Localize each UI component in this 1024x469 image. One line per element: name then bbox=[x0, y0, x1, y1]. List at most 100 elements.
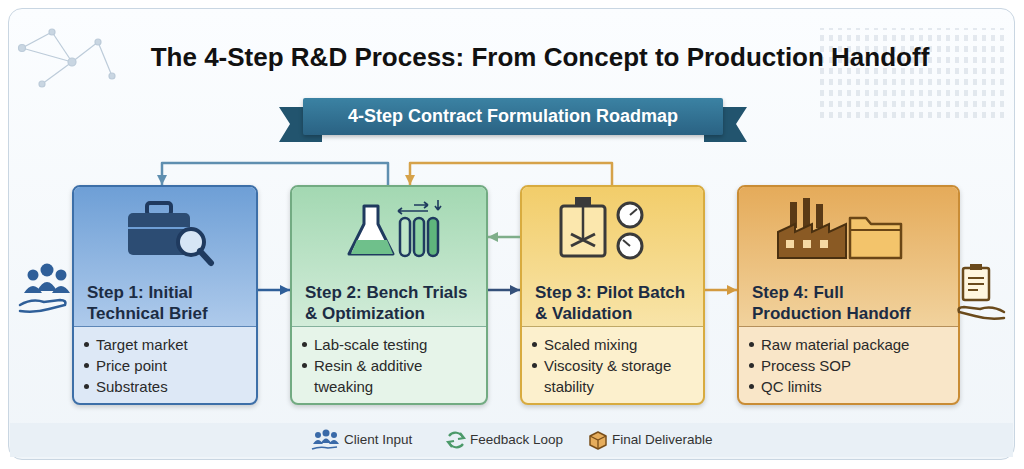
legend-item: Final Deliverable bbox=[612, 431, 713, 449]
network-dot bbox=[109, 73, 115, 79]
gauge bbox=[618, 234, 642, 258]
bullet-item: Scaled mixing bbox=[522, 334, 703, 355]
step-header-panel: Step 1: Initial Technical Brief bbox=[74, 187, 256, 327]
legend-item: Feedback Loop bbox=[470, 431, 563, 449]
step-header-panel: Step 2: Bench Trials & Optimization bbox=[292, 187, 486, 327]
test-tube bbox=[428, 218, 438, 256]
person-body bbox=[313, 439, 339, 445]
bullet-item: Raw material package bbox=[739, 334, 958, 355]
bullet-item: Target market bbox=[74, 334, 256, 355]
bullet-dot bbox=[302, 363, 307, 368]
bullet-dot bbox=[84, 342, 89, 347]
legend-text: Client Input bbox=[344, 432, 412, 447]
legend-client-icon bbox=[312, 430, 339, 450]
bullet-dot bbox=[84, 384, 89, 389]
loop-head bbox=[458, 433, 464, 439]
bullet-dot bbox=[532, 363, 537, 368]
test-tube bbox=[414, 218, 424, 256]
legend-strip bbox=[10, 423, 1013, 457]
client-input-icon bbox=[20, 264, 70, 312]
box-edges bbox=[590, 436, 606, 449]
bullet-text: Raw material package bbox=[761, 334, 951, 355]
bullet-text: Viscosity & storage stability bbox=[544, 355, 694, 397]
legend-deliverable-icon bbox=[590, 432, 606, 449]
briefcase-icon bbox=[128, 203, 211, 263]
magnifier-handle bbox=[200, 251, 211, 263]
step-heading: Step 2: Bench Trials & Optimization bbox=[305, 282, 477, 324]
person-head bbox=[323, 430, 330, 437]
network-decoration bbox=[19, 29, 116, 87]
bullet-dot bbox=[84, 363, 89, 368]
loop-head bbox=[448, 441, 454, 447]
bullet-item: QC limits bbox=[739, 376, 958, 397]
person-head bbox=[41, 264, 54, 277]
box-outline bbox=[590, 432, 606, 449]
person-head bbox=[28, 270, 39, 281]
step-header-panel: Step 4: Full Production Handoff bbox=[739, 187, 958, 327]
network-line bbox=[42, 62, 72, 84]
bullet-item: Substrates bbox=[74, 376, 256, 397]
mixer-blade bbox=[571, 234, 595, 246]
hand bbox=[20, 300, 65, 312]
factory-window bbox=[803, 240, 811, 248]
mixer-motor bbox=[575, 197, 591, 206]
flow-arrow bbox=[705, 289, 737, 292]
bullet-text: Target market bbox=[96, 334, 246, 355]
network-dot bbox=[68, 58, 76, 66]
bullet-dot bbox=[302, 342, 307, 347]
legend-item: Client Input bbox=[344, 431, 412, 449]
person-body bbox=[24, 282, 70, 293]
bullet-item: Lab-scale testing bbox=[292, 334, 486, 355]
network-line bbox=[98, 42, 112, 76]
network-line bbox=[72, 42, 98, 62]
hand bbox=[959, 307, 1004, 319]
briefcase-seam bbox=[128, 227, 190, 229]
gauge bbox=[618, 203, 642, 227]
bullet-text: Process SOP bbox=[761, 355, 951, 376]
bullet-dot bbox=[749, 363, 754, 368]
factory-window bbox=[820, 240, 828, 248]
flask-outline bbox=[349, 206, 393, 254]
network-dot bbox=[39, 81, 45, 87]
bullet-item: Viscosity & storage stability bbox=[522, 355, 703, 397]
flow-arrow bbox=[488, 236, 520, 239]
flask-liquid bbox=[351, 240, 393, 254]
bullet-text: Price point bbox=[96, 355, 246, 376]
mixer-shaft bbox=[582, 206, 585, 240]
legend-text: Final Deliverable bbox=[612, 432, 713, 447]
person-head bbox=[56, 270, 67, 281]
bullet-text: Substrates bbox=[96, 376, 246, 397]
banner-ribbon: 4-Step Contract Formulation Roadmap bbox=[303, 98, 723, 135]
step-bullet-panel: Raw material packageProcess SOPQC limits bbox=[739, 327, 958, 397]
loop-arc bbox=[449, 442, 463, 447]
chimney bbox=[790, 202, 797, 228]
banner-text: 4-Step Contract Formulation Roadmap bbox=[348, 106, 678, 126]
bullet-item: Price point bbox=[74, 355, 256, 376]
bullet-dot bbox=[749, 342, 754, 347]
bullet-dot bbox=[532, 342, 537, 347]
folder bbox=[850, 218, 901, 258]
clipboard bbox=[963, 268, 989, 300]
flow-arrow bbox=[258, 289, 290, 292]
gauge-needle bbox=[630, 209, 637, 215]
bullet-dot bbox=[749, 384, 754, 389]
process-step-box: Step 1: Initial Technical BriefTarget ma… bbox=[72, 185, 258, 405]
person-head bbox=[315, 432, 321, 438]
step-heading: Step 3: Pilot Batch & Validation bbox=[535, 282, 695, 324]
process-step-box: Step 2: Bench Trials & OptimizationLab-s… bbox=[290, 185, 488, 405]
mini-arrows bbox=[398, 200, 441, 214]
factory-building bbox=[778, 224, 846, 258]
bullet-text: Scaled mixing bbox=[544, 334, 694, 355]
bullet-item: Resin & additive tweaking bbox=[292, 355, 486, 397]
deliverable-icon bbox=[959, 264, 1004, 319]
network-dot bbox=[19, 45, 26, 52]
feedback-loop-arrow bbox=[162, 163, 388, 185]
briefcase-handle bbox=[147, 203, 171, 215]
process-step-box: Step 3: Pilot Batch & ValidationScaled m… bbox=[520, 185, 705, 405]
process-step-box: Step 4: Full Production HandoffRaw mater… bbox=[737, 185, 960, 405]
hand bbox=[312, 447, 337, 449]
folder-edge bbox=[850, 229, 901, 231]
gauge-needle bbox=[623, 240, 630, 246]
test-tube bbox=[400, 218, 410, 256]
factory-icon bbox=[778, 198, 901, 258]
